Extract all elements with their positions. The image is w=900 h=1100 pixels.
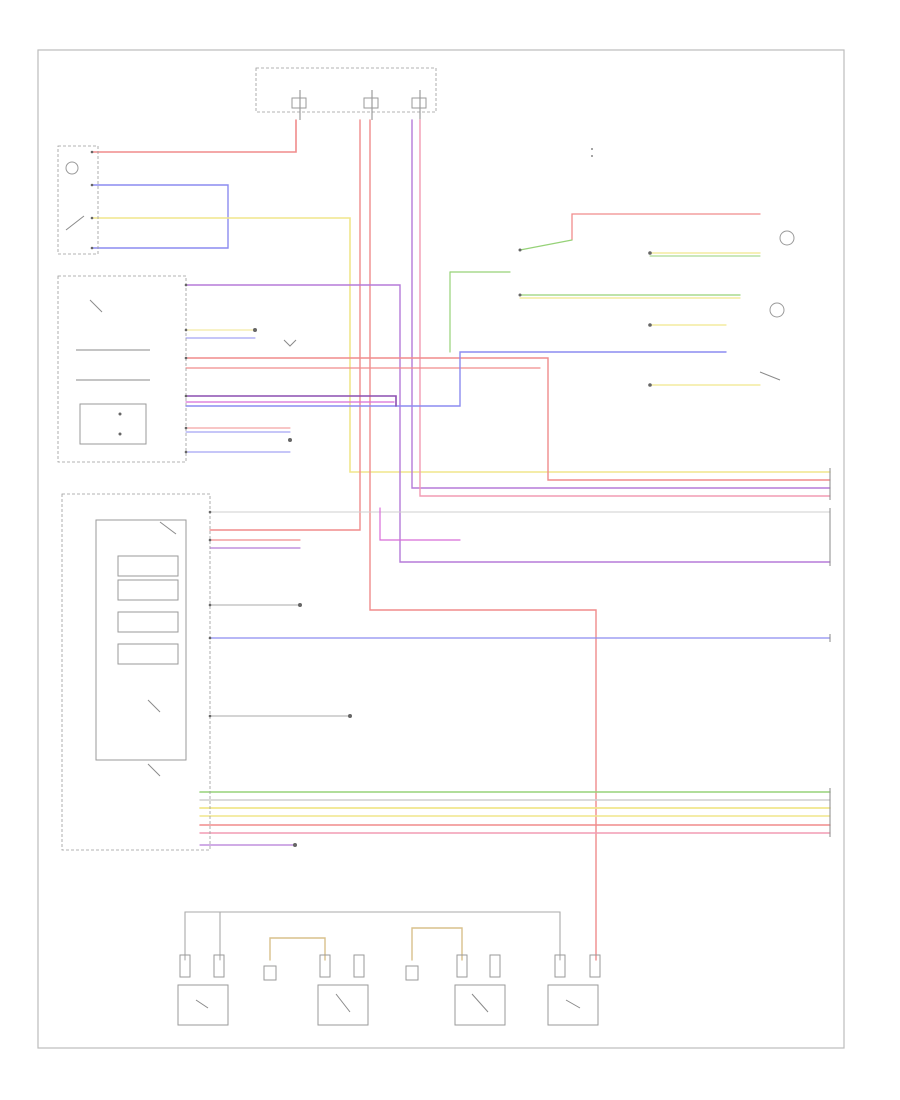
cluster-grounds — [293, 603, 352, 847]
rear-splices — [518, 248, 652, 387]
legend — [591, 148, 593, 157]
rear-sensor — [779, 230, 795, 246]
seat-heater-rr — [547, 954, 601, 1026]
audio-hazard-switch — [57, 145, 99, 255]
wires — [91, 119, 831, 961]
diagram-frame — [37, 49, 845, 1049]
seat-heater-lr — [405, 954, 506, 1026]
right-rear-fog-lamp — [769, 302, 785, 318]
left-rear-fog-lamp — [759, 371, 781, 381]
instrument-cluster — [61, 493, 212, 851]
fuse-block — [255, 67, 437, 120]
headlamp-switch — [57, 275, 188, 463]
seat-heater-rf — [263, 954, 369, 1026]
ground-splices — [253, 328, 297, 442]
seat-heater-lf — [177, 954, 229, 1026]
